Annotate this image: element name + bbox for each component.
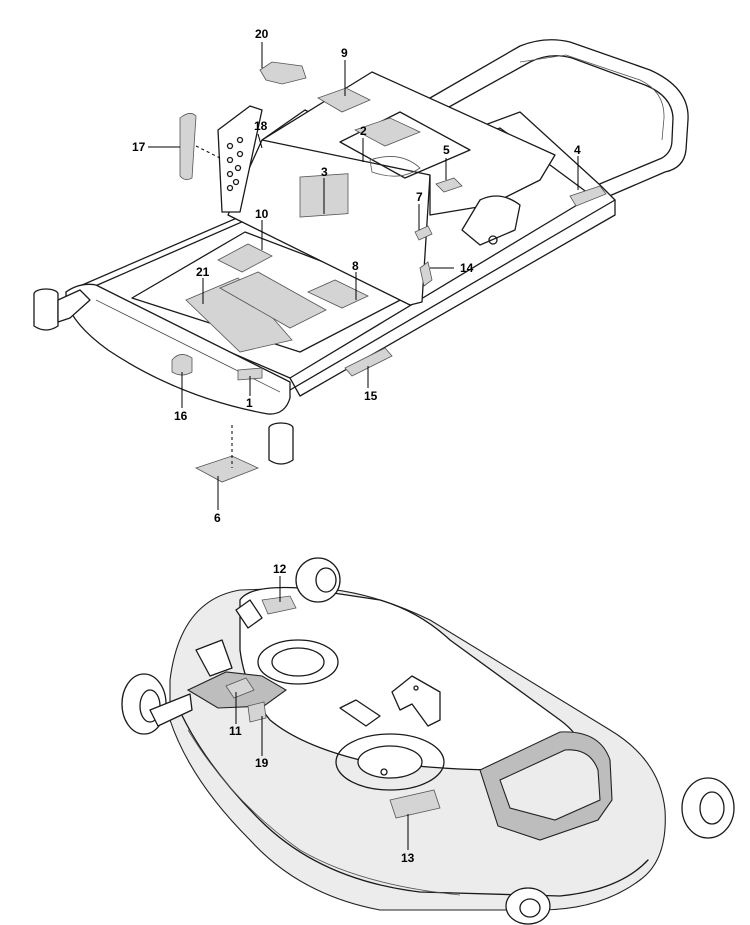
hinge-plate — [217, 105, 263, 213]
decal-9 — [317, 87, 371, 113]
decal-17 — [179, 113, 197, 180]
decal-15 — [344, 347, 393, 377]
callout-14: 14 — [460, 261, 474, 275]
callout-labels: 20 9 18 2 17 5 4 3 7 10 14 8 21 1 16 15 … — [132, 27, 581, 865]
callout-8: 8 — [352, 259, 359, 273]
decal-14 — [419, 261, 433, 287]
callout-15: 15 — [364, 389, 378, 403]
decal-7 — [414, 225, 433, 241]
decal-1 — [237, 367, 263, 381]
decal-10 — [217, 243, 273, 273]
callout-19: 19 — [255, 756, 269, 770]
dash-line-17 — [195, 145, 221, 159]
deck-wheel-front-right — [681, 777, 735, 839]
decal-20 — [259, 61, 307, 85]
decal-12 — [261, 595, 297, 615]
decal-11 — [225, 677, 255, 699]
decal-6 — [194, 455, 260, 483]
callout-11: 11 — [229, 724, 242, 738]
callout-12: 12 — [273, 562, 287, 576]
callout-21: 21 — [196, 265, 210, 279]
callout-3: 3 — [321, 165, 328, 179]
callout-6: 6 — [214, 511, 221, 525]
callout-18: 18 — [254, 119, 268, 133]
decal-19 — [247, 701, 267, 723]
deck-wheel-front-left — [505, 887, 551, 925]
leader-lines — [148, 42, 579, 850]
deck-wheel-rear-left — [121, 673, 193, 735]
decal-16 — [171, 354, 193, 376]
callout-17: 17 — [132, 140, 146, 154]
callout-5: 5 — [443, 143, 450, 157]
deck-wheel-rear-right — [295, 557, 341, 603]
callout-20: 20 — [255, 27, 269, 41]
decal-5 — [435, 177, 463, 193]
decal-8 — [307, 279, 369, 309]
callout-2: 2 — [360, 124, 367, 138]
callout-16: 16 — [174, 409, 188, 423]
callout-4: 4 — [574, 143, 581, 157]
decal-2 — [354, 117, 422, 147]
left-caster-post — [33, 288, 91, 331]
decal-21 — [185, 277, 293, 353]
callout-7: 7 — [416, 190, 423, 204]
decal-21b — [219, 271, 327, 329]
callout-1: 1 — [246, 396, 253, 410]
callout-10: 10 — [255, 207, 269, 221]
decal-4 — [569, 185, 607, 207]
decal-13 — [389, 789, 441, 819]
callout-13: 13 — [401, 851, 415, 865]
mower-deck — [121, 557, 735, 925]
front-caster-post — [268, 422, 294, 465]
callout-9: 9 — [341, 46, 348, 60]
